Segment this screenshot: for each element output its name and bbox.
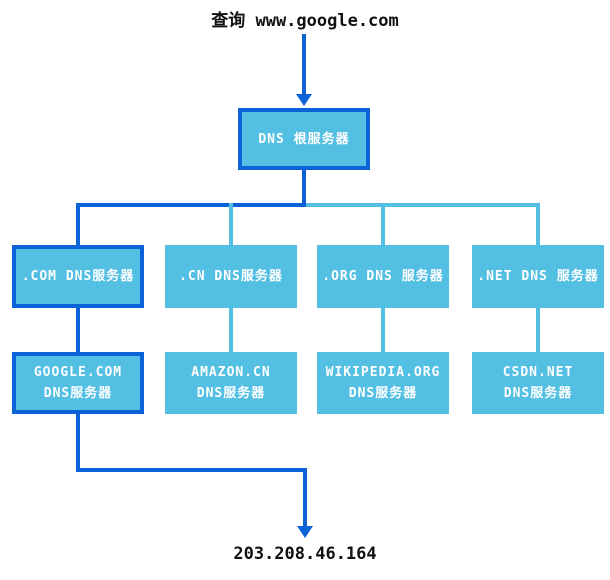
edge-bus-to-net xyxy=(536,203,540,245)
node-amazon-cn-dns-server: AMAZON.CN DNS服务器 xyxy=(165,352,297,414)
node-com-dns-server: .COM DNS服务器 xyxy=(12,245,144,308)
edge-google-down xyxy=(76,414,80,472)
node-cn-dns-server: .CN DNS服务器 xyxy=(165,245,297,308)
edge-bus-left xyxy=(76,203,306,207)
result-ip-label: 203.208.46.164 xyxy=(233,544,377,564)
node-org-dns-server: .ORG DNS 服务器 xyxy=(317,245,449,308)
node-label-line2: DNS服务器 xyxy=(503,386,573,401)
edge-bus-to-cn xyxy=(229,203,233,245)
node-label: .NET DNS 服务器 xyxy=(477,269,599,284)
node-label-line1: CSDN.NET xyxy=(502,365,574,380)
edge-result-horizontal xyxy=(76,468,307,472)
node-dns-root-server: DNS 根服务器 xyxy=(238,108,370,170)
node-label: .ORG DNS 服务器 xyxy=(322,269,444,284)
edge-org-to-wikipedia xyxy=(381,308,385,352)
node-label-line2: DNS服务器 xyxy=(348,386,418,401)
node-label-line2: DNS服务器 xyxy=(196,386,266,401)
arrow-down-icon xyxy=(296,94,312,106)
edge-net-to-csdn xyxy=(536,308,540,352)
node-label: DNS 根服务器 xyxy=(258,131,350,147)
edge-result-down xyxy=(303,468,307,528)
edge-com-to-google xyxy=(76,308,80,352)
node-label-line2: DNS服务器 xyxy=(43,386,113,401)
node-google-com-dns-server: GOOGLE.COM DNS服务器 xyxy=(12,352,144,414)
edge-bus-to-com xyxy=(76,203,80,245)
node-net-dns-server: .NET DNS 服务器 xyxy=(472,245,604,308)
node-label: .COM DNS服务器 xyxy=(21,269,135,284)
node-label-line1: WIKIPEDIA.ORG xyxy=(325,365,441,380)
query-label: 查询 www.google.com xyxy=(211,11,399,31)
edge-root-to-bus xyxy=(302,170,306,207)
edge-bus-right xyxy=(306,203,540,207)
node-csdn-net-dns-server: CSDN.NET DNS服务器 xyxy=(472,352,604,414)
query-arrow-line xyxy=(302,34,306,96)
edge-bus-to-org xyxy=(381,203,385,245)
edge-cn-to-amazon xyxy=(229,308,233,352)
node-label-line1: GOOGLE.COM xyxy=(33,365,123,380)
node-label: .CN DNS服务器 xyxy=(179,269,283,284)
node-label-line1: AMAZON.CN xyxy=(191,365,271,380)
arrow-down-icon xyxy=(297,526,313,538)
node-wikipedia-org-dns-server: WIKIPEDIA.ORG DNS服务器 xyxy=(317,352,449,414)
